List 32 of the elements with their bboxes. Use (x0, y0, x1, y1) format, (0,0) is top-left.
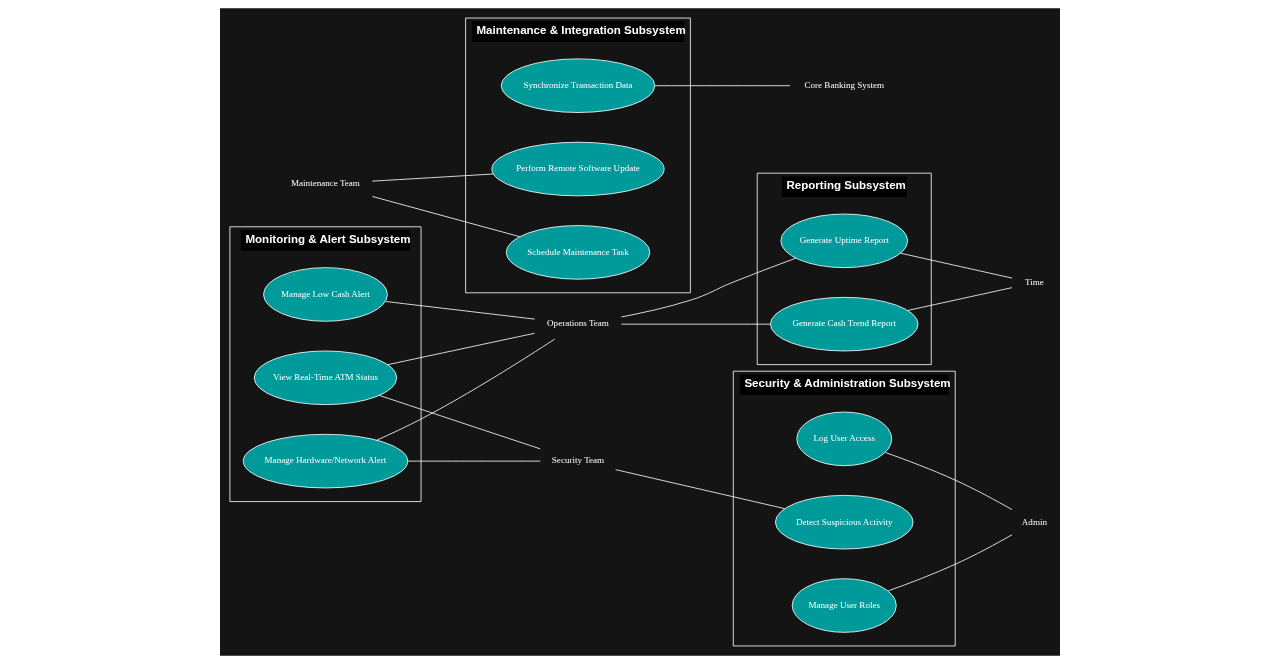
connector (371, 196, 521, 238)
node-ellipse: Manage Hardware/Network Alert (242, 433, 409, 489)
node-ellipse: Perform Remote Software Update (491, 141, 665, 197)
node-ellipse: Synchronize Transaction Data (500, 58, 656, 113)
connector (621, 257, 797, 318)
connector (379, 395, 541, 450)
connector (620, 323, 771, 325)
node-ellipse: Generate Uptime Report (780, 213, 909, 269)
node-ellipse: Detect Suspicious Activity (775, 494, 914, 550)
connector (385, 301, 536, 320)
connector (654, 85, 791, 87)
node-text: Admin (1021, 516, 1048, 527)
connector (387, 332, 535, 366)
node-ellipse: Manage Low Cash Alert (263, 267, 388, 322)
node-ellipse: View Real-Time ATM Status (253, 350, 398, 406)
node-text: Maintenance Team (291, 178, 360, 189)
connector (887, 534, 1013, 592)
connector (407, 460, 541, 462)
node-ellipse: Schedule Maintenance Task (505, 225, 651, 280)
connector (907, 287, 1013, 311)
node-ellipse: Manage User Roles (791, 578, 897, 633)
node-text: Time (1025, 277, 1044, 288)
node-ellipse: Generate Cash Trend Report (770, 296, 919, 352)
connector (615, 469, 785, 510)
node-text: Operations Team (547, 318, 609, 329)
node-ellipse: Log User Access (796, 411, 893, 467)
connector (884, 452, 1013, 510)
node-text: Security Team (551, 455, 605, 466)
connector (900, 252, 1013, 279)
connector (376, 338, 556, 441)
node-text: Core Banking System (804, 80, 885, 91)
connector (371, 173, 494, 182)
